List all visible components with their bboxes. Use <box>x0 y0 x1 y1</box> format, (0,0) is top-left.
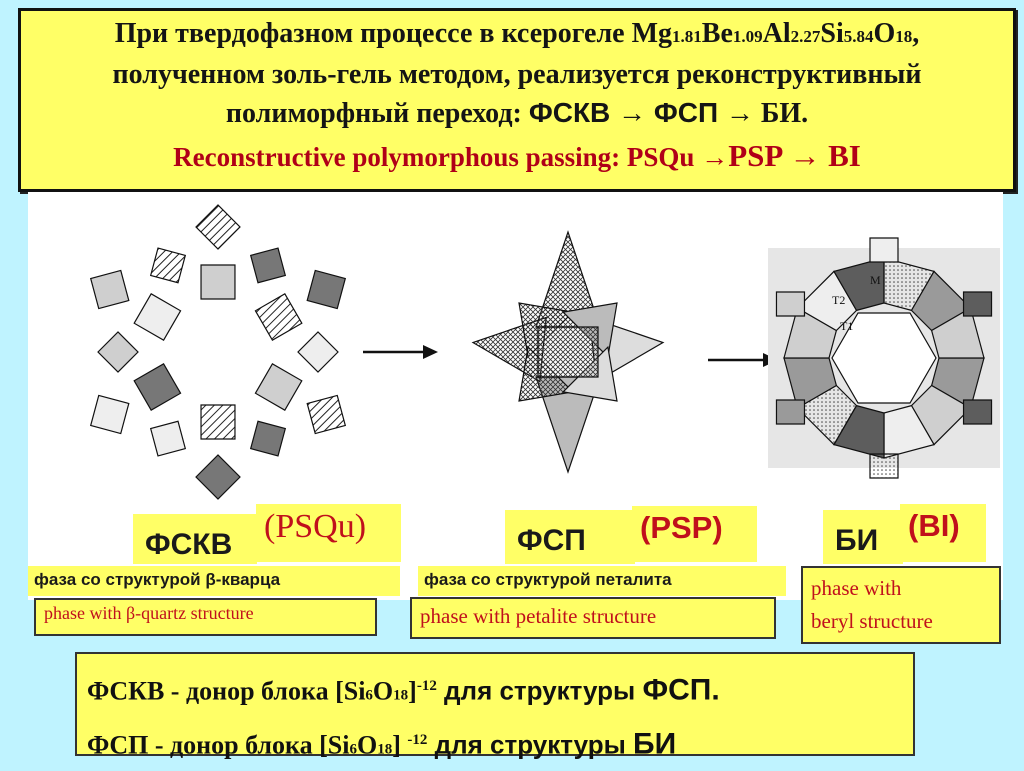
beryl-outer-block <box>962 291 993 317</box>
quartz-tetra-link <box>249 420 287 457</box>
beryl-outer-block <box>775 399 806 425</box>
quartz-tetra-inner <box>254 362 303 412</box>
phase-quartz-box: phase with β-quartz structure <box>34 598 377 636</box>
title-line3-end: БИ. <box>753 98 809 129</box>
title-line-2: полученном золь-гель методом, реализуетс… <box>112 59 922 90</box>
phase-beryl-box: phase with beryl structure <box>801 566 1001 644</box>
si-subscript: 5.84 <box>843 27 874 46</box>
title-line1-suffix: , <box>912 18 920 49</box>
ring-label-t2: T2 <box>832 293 845 307</box>
title-line-3: полиморфный переход: ФСКВ → ФСП → БИ. <box>21 94 1013 133</box>
r1-o: O <box>372 676 394 706</box>
r2-si-sub: 6 <box>349 741 357 758</box>
beryl-outer-block <box>962 399 993 425</box>
beryl-channel <box>831 312 937 404</box>
r1-charge: -12 <box>416 678 437 694</box>
quartz-tetra-inner <box>200 264 236 300</box>
quartz-framework <box>89 204 347 500</box>
mg-subscript: 1.81 <box>672 27 702 46</box>
title-line4-psp: PSP <box>728 138 782 173</box>
quartz-tetra-outer <box>195 204 241 250</box>
beryl-tetra <box>930 307 985 359</box>
quartz-tetra-link <box>97 331 139 373</box>
title-box: При твердофазном процессе в ксерогеле Mg… <box>18 8 1016 192</box>
label-fsp-ru: фаза со структурой петалита <box>418 566 786 596</box>
quartz-tetra-link <box>149 420 187 457</box>
o-symbol: O <box>873 18 896 49</box>
label-psp: (PSP) <box>632 506 757 562</box>
structure-diagram: M T2 T1 <box>89 204 1000 500</box>
title-line3-sequence: ФСКВ → ФСП → <box>528 97 754 128</box>
quartz-tetra-outer <box>89 269 130 310</box>
r2-charge: -12 <box>407 731 428 748</box>
phase-petalite-box: phase with petalite structure <box>410 597 776 639</box>
title-line4-end: → BI <box>781 138 861 173</box>
label-bi-en: (BI) <box>900 504 986 562</box>
bottom-row-1: ФСКВ - донор блока [Si6O18]-12 для струк… <box>87 664 913 718</box>
title-line1-text: При твердофазном процессе в ксерогеле Mg <box>114 18 673 49</box>
beryl-outer-block <box>869 453 899 479</box>
quartz-tetra-outer <box>306 269 347 310</box>
r1-bracket: ] <box>408 676 417 706</box>
title-line-4: Reconstructive polymorphous passing: PSQ… <box>21 137 1013 176</box>
bottom-row-2: ФСП - донор блока [Si6O18] -12 для струк… <box>87 718 913 771</box>
r1-text-a: ФСКВ - донор блока [Si <box>87 676 366 706</box>
label-fsp: ФСП <box>505 510 635 564</box>
r2-o: O <box>356 730 378 760</box>
label-fskv: ФСКВ <box>133 514 257 564</box>
quartz-tetra-inner <box>200 404 236 440</box>
quartz-tetra-outer <box>89 394 130 435</box>
r1-target: ФСП. <box>642 673 720 707</box>
quartz-tetra-link <box>297 331 339 373</box>
phase-beryl-line2: beryl structure <box>811 609 933 633</box>
label-bi: БИ <box>823 510 903 564</box>
beryl-ring <box>768 237 1000 479</box>
phase-beryl-line1: phase with <box>811 576 902 600</box>
petalite-framework <box>471 230 665 474</box>
r2-bracket: ] <box>392 730 408 760</box>
label-psqu: (PSQu) <box>256 504 401 562</box>
quartz-tetra-inner <box>133 292 182 342</box>
r2-text-a: ФСП - донор блока [Si <box>87 730 350 760</box>
o-subscript: 18 <box>895 27 913 46</box>
title-line3-prefix: полиморфный переход: <box>225 98 529 129</box>
arrow-1 <box>363 345 438 359</box>
quartz-tetra-outer <box>195 454 241 500</box>
r2-o-sub: 18 <box>377 741 393 758</box>
si-symbol: Si <box>820 18 844 49</box>
quartz-tetra-link <box>249 247 287 284</box>
al-symbol: Al <box>762 18 791 49</box>
title-line-1: При твердофазном процессе в ксерогеле Mg… <box>21 15 1013 56</box>
be-subscript: 1.09 <box>732 27 763 46</box>
quartz-tetra-link <box>149 247 187 284</box>
be-symbol: Be <box>701 18 733 49</box>
beryl-outer-block <box>775 291 806 317</box>
r2-target: БИ <box>633 727 677 761</box>
al-subscript: 2.27 <box>790 27 821 46</box>
quartz-tetra-inner <box>254 292 303 342</box>
title-line4-prefix: Reconstructive polymorphous passing: PSQ… <box>173 142 729 172</box>
r2-text-c: для структуры <box>427 729 634 760</box>
r1-o-sub: 18 <box>393 687 409 704</box>
ring-label-m: M <box>870 273 881 287</box>
beryl-outer-block <box>869 237 899 263</box>
r1-si-sub: 6 <box>365 687 373 704</box>
arrow-2 <box>708 353 778 367</box>
quartz-tetra-outer <box>306 394 347 435</box>
ring-label-t1: T1 <box>840 319 853 333</box>
bottom-note-box: ФСКВ - донор блока [Si6O18]-12 для струк… <box>75 652 915 760</box>
petalite-core <box>537 326 599 378</box>
label-fskv-ru: фаза со структурой β-кварца <box>28 566 400 596</box>
r1-text-c: для структуры <box>436 675 643 706</box>
quartz-tetra-inner <box>133 362 182 412</box>
